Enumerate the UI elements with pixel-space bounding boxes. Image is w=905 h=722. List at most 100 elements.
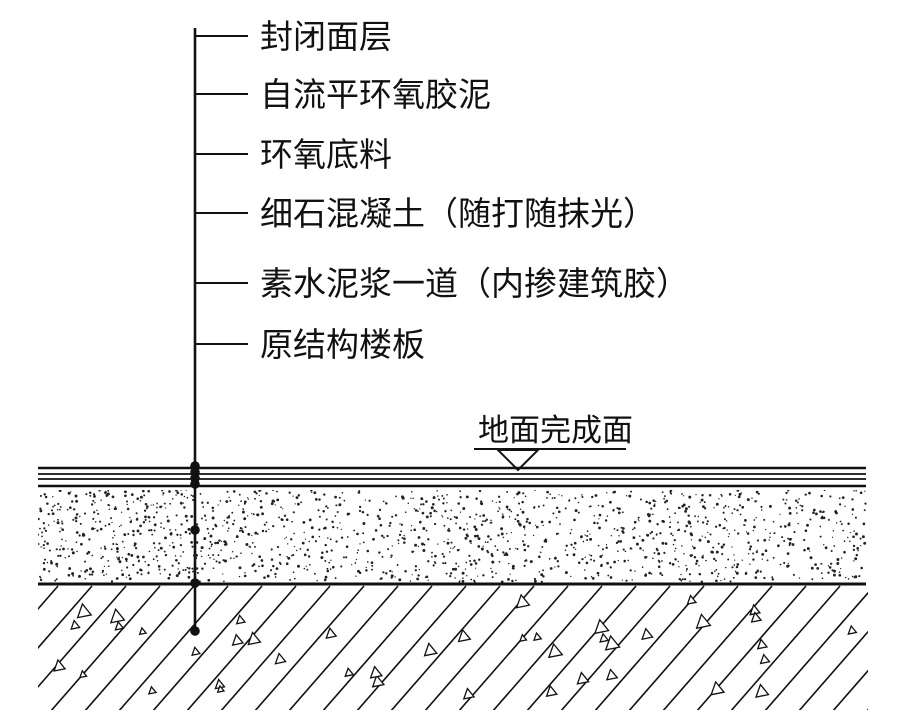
stipple-dot <box>685 524 688 528</box>
stipple-dot <box>583 569 586 571</box>
stipple-dot <box>140 569 143 572</box>
stipple-dot <box>815 512 818 516</box>
stipple-dot <box>104 491 107 495</box>
stipple-dot <box>810 566 814 570</box>
stipple-dot <box>297 564 300 568</box>
stipple-dot <box>297 494 301 497</box>
stipple-dot <box>357 491 361 494</box>
stipple-dot <box>726 529 728 531</box>
stipple-dot <box>779 563 782 566</box>
stipple-dot <box>314 540 318 543</box>
stipple-dot <box>299 548 302 550</box>
stipple-dot <box>422 527 426 530</box>
stipple-dot <box>366 513 369 517</box>
stipple-dot <box>744 519 747 522</box>
stipple-dot <box>158 568 161 571</box>
stipple-dot <box>498 500 501 503</box>
stipple-dot <box>116 543 119 546</box>
stipple-dot <box>509 573 511 575</box>
stipple-dot <box>695 562 698 565</box>
stipple-dot <box>490 553 493 556</box>
stipple-dot <box>171 541 174 544</box>
stipple-dot <box>517 502 521 505</box>
stipple-dot <box>47 524 50 526</box>
stipple-dot <box>325 550 329 553</box>
stipple-dot <box>380 534 384 538</box>
leader-dots <box>190 461 200 636</box>
stipple-dot <box>361 510 365 514</box>
stipple-dot <box>685 570 688 572</box>
stipple-dot <box>357 549 360 552</box>
stipple-dot <box>799 504 802 507</box>
stipple-dot <box>676 529 679 532</box>
stipple-dot <box>206 527 209 530</box>
stipple-dot <box>305 565 307 567</box>
stipple-dot <box>42 567 46 571</box>
stipple-dot <box>110 548 113 551</box>
stipple-dot <box>85 569 89 572</box>
stipple-dot <box>148 520 151 523</box>
stipple-dot <box>238 566 242 570</box>
stipple-dot <box>714 559 717 562</box>
stipple-dot <box>278 516 281 519</box>
stipple-dot <box>130 553 134 557</box>
stipple-dot <box>366 561 369 563</box>
stipple-dot <box>652 513 654 516</box>
stipple-dot <box>381 555 384 558</box>
stipple-dot <box>736 563 740 566</box>
layer-label-sealing-coat: 封闭面层 <box>260 17 392 56</box>
stipple-dot <box>690 525 692 528</box>
leader-dot <box>190 479 200 489</box>
stipple-dot <box>152 516 156 519</box>
stipple-dot <box>538 571 541 573</box>
stipple-dot <box>629 547 632 550</box>
stipple-dot <box>821 577 824 580</box>
stipple-dot <box>150 504 152 506</box>
stipple-dot <box>324 575 328 579</box>
stipple-dot <box>270 502 274 506</box>
stipple-dot <box>521 510 525 514</box>
stipple-dot <box>259 505 263 509</box>
stipple-dot <box>715 502 719 506</box>
stipple-dot <box>598 518 600 520</box>
stipple-dot <box>244 572 246 574</box>
stipple-dot <box>557 565 560 568</box>
stipple-dot <box>403 541 406 544</box>
stipple-dot <box>91 570 95 574</box>
stipple-dot <box>757 492 760 495</box>
stipple-dot <box>186 566 189 569</box>
stipple-dot <box>836 558 840 561</box>
stipple-dot <box>339 522 341 524</box>
stipple-dot <box>311 535 315 539</box>
stipple-dot <box>103 545 106 548</box>
stipple-dot <box>132 533 135 537</box>
stipple-dot <box>823 490 826 492</box>
stipple-dot <box>68 555 70 558</box>
stipple-dot <box>734 559 736 561</box>
stipple-dot <box>804 493 807 496</box>
stipple-dot <box>624 550 627 553</box>
stipple-dot <box>574 548 577 550</box>
stipple-dot <box>599 555 603 558</box>
stipple-dot <box>253 490 257 494</box>
stipple-dot <box>747 552 750 555</box>
stipple-dot <box>744 524 746 526</box>
stipple-dot <box>226 490 229 493</box>
stipple-dot <box>334 515 337 517</box>
stipple-dot <box>276 490 278 493</box>
stipple-dot <box>828 566 832 569</box>
stipple-dot <box>249 546 252 548</box>
stipple-dot <box>625 495 628 497</box>
aggregate-triangle <box>545 684 559 698</box>
stipple-dot <box>796 501 799 504</box>
hatch-line <box>560 585 671 710</box>
stipple-dot <box>114 534 116 537</box>
stipple-dot <box>254 545 256 548</box>
stipple-dot <box>653 552 656 554</box>
stipple-dot <box>469 539 472 543</box>
stipple-dot <box>711 551 715 554</box>
aggregate-triangle <box>457 628 472 643</box>
layer-label-structural-slab: 原结构楼板 <box>260 325 425 364</box>
stipple-dot <box>727 558 730 561</box>
stipple-dot <box>159 573 162 575</box>
